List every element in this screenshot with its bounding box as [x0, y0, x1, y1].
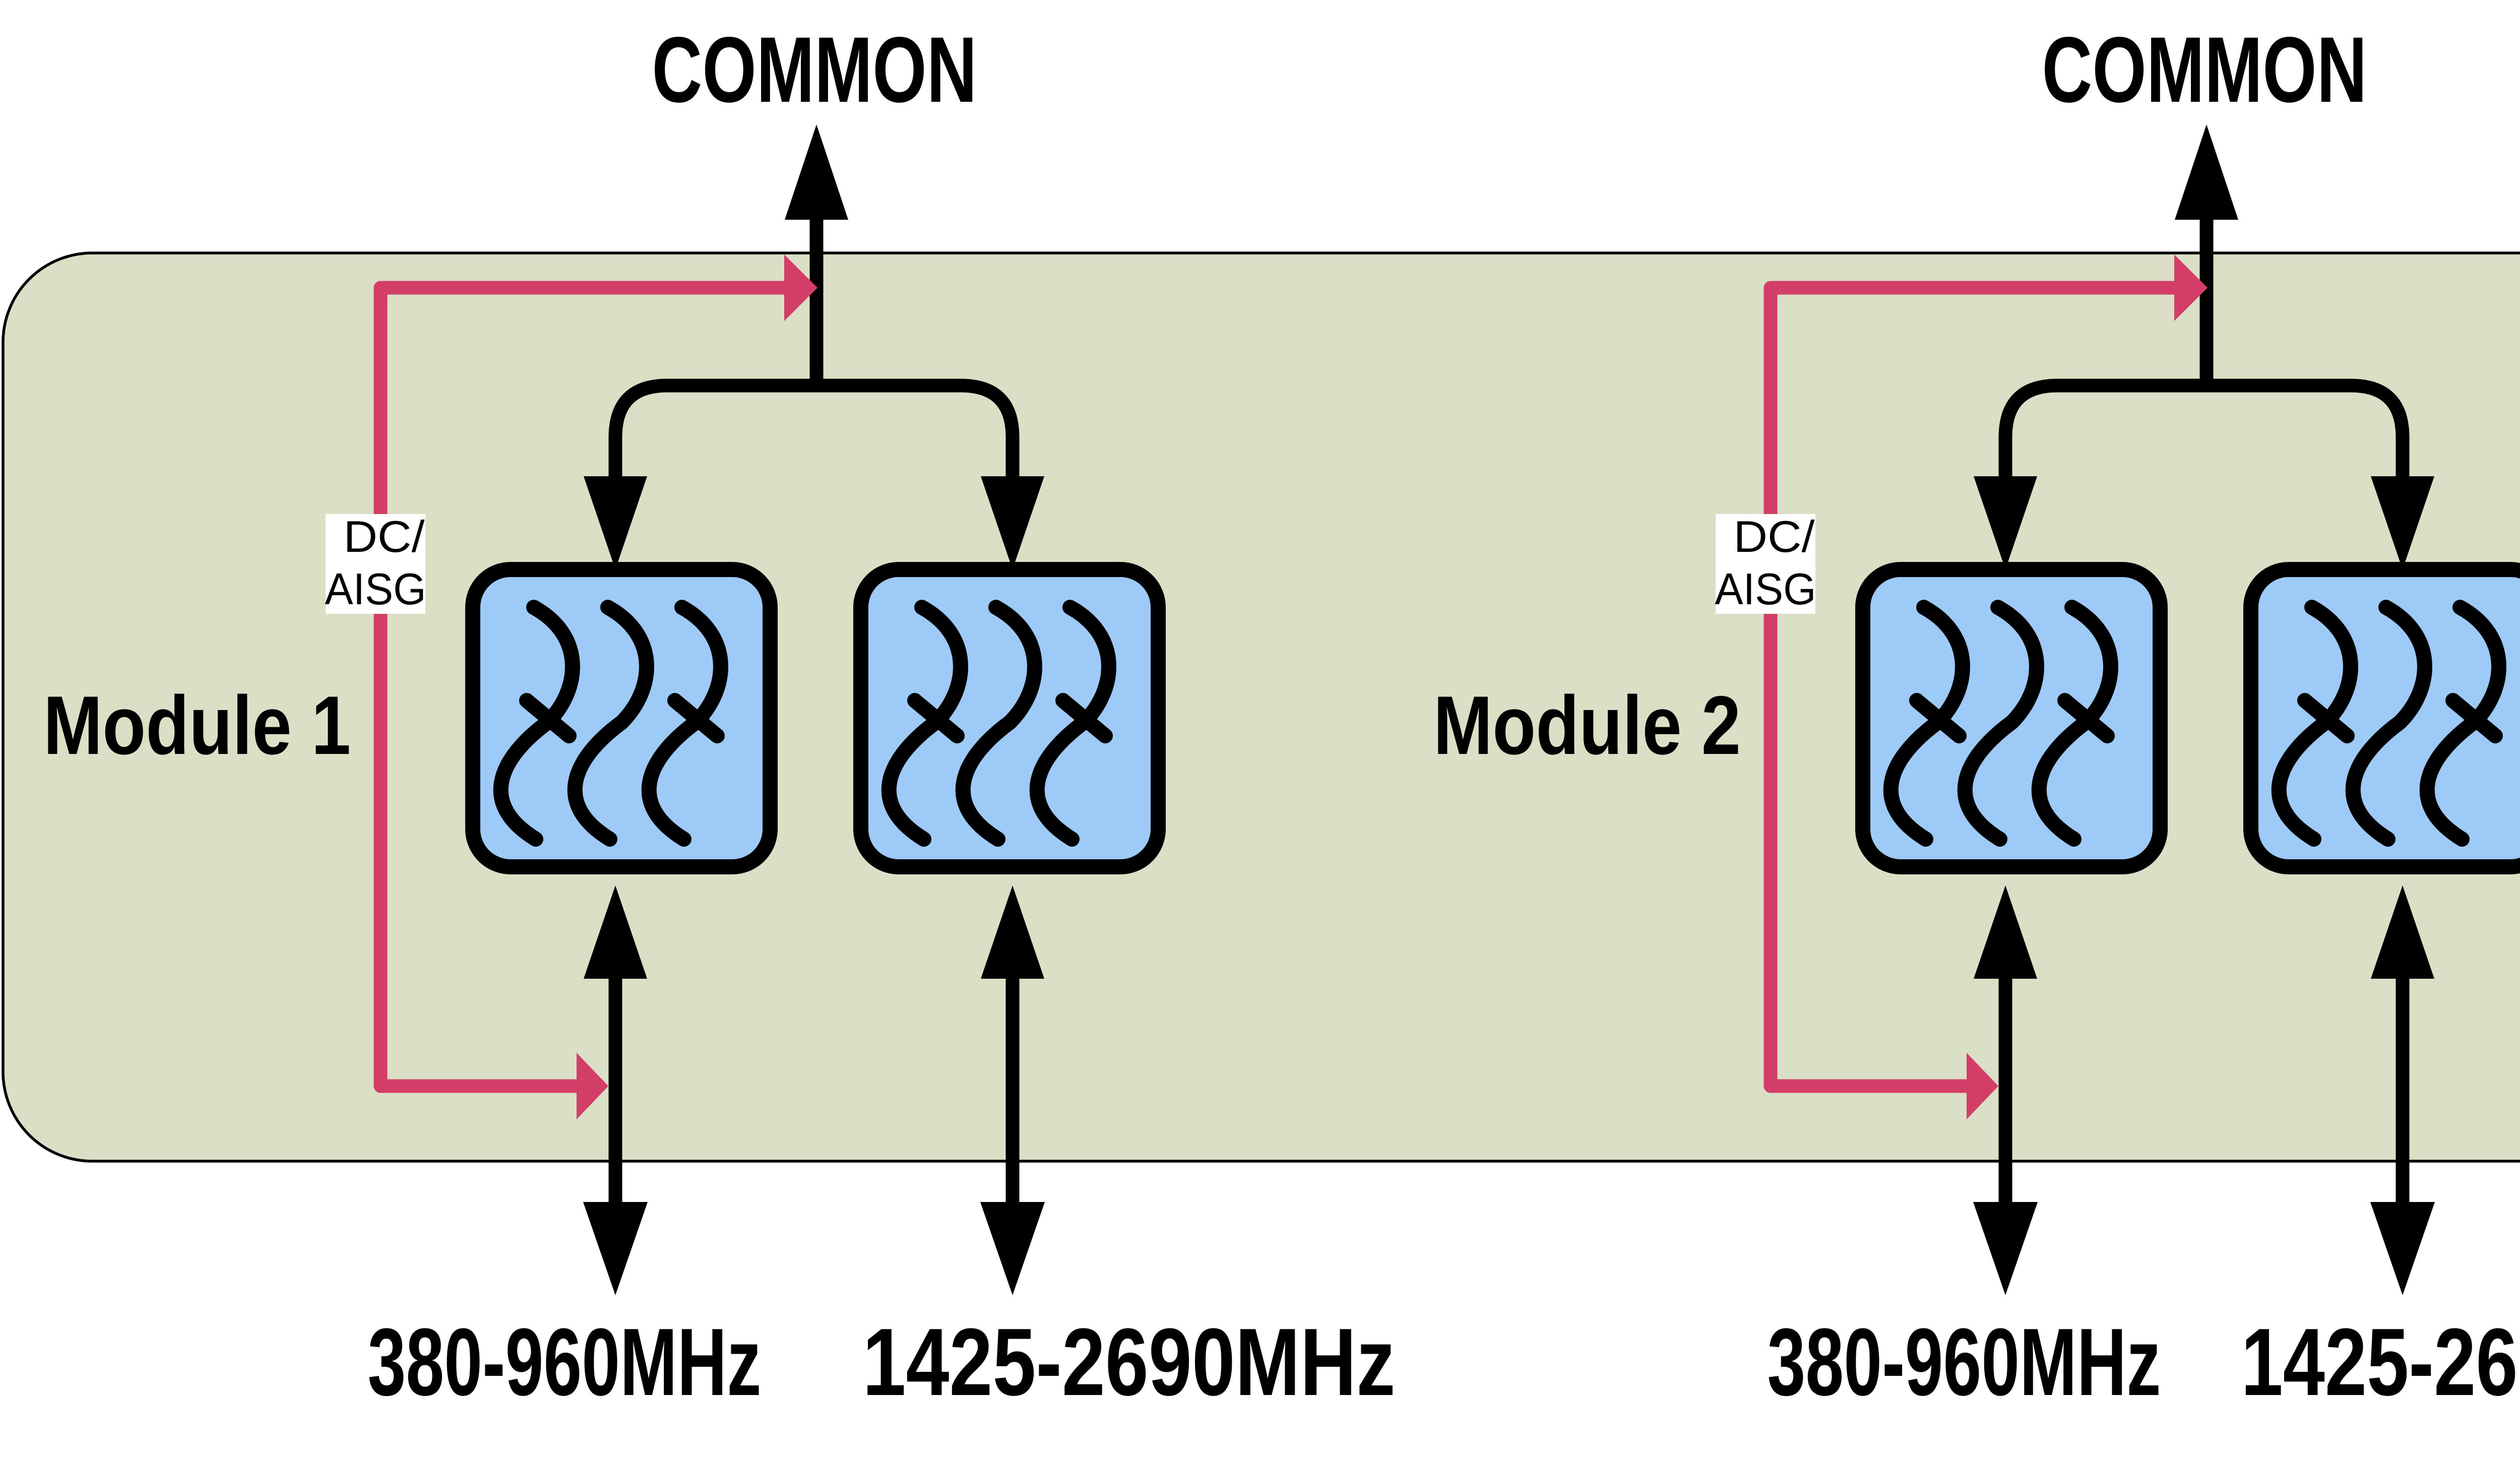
svg-text:1425-2690MHz: 1425-2690MHz: [863, 1309, 1396, 1416]
svg-text:380-960MHz: 380-960MHz: [1768, 1309, 2161, 1416]
svg-text:Module 1: Module 1: [43, 679, 351, 772]
svg-text:1425-2690MHz: 1425-2690MHz: [2241, 1309, 2520, 1416]
svg-text:Module 2: Module 2: [1433, 679, 1741, 772]
svg-text:380-960MHz: 380-960MHz: [368, 1309, 762, 1416]
